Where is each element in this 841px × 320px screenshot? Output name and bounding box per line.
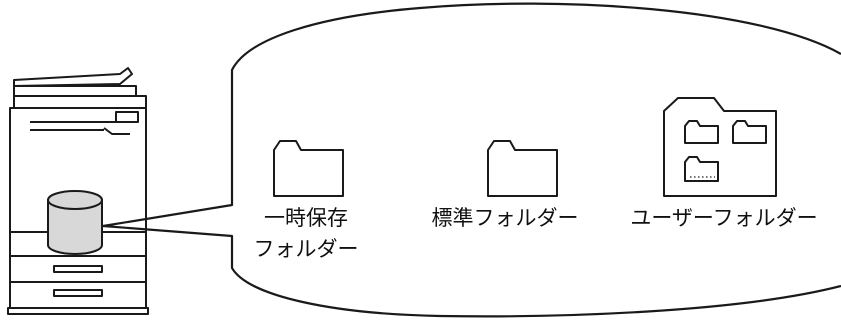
hard-disk-icon: [47, 190, 103, 255]
storage-bubble: [101, 2, 841, 318]
multifunction-printer-icon: [7, 67, 149, 315]
user-folder-icon: [663, 97, 777, 197]
standard-folder-label: 標準フォルダー: [431, 206, 579, 230]
temporary-folder-label-line1: 一時保存: [264, 206, 348, 230]
temporary-folder-label-line2: フォルダー: [253, 237, 359, 261]
standard-folder-icon: [487, 140, 558, 197]
user-folder-label: ユーザーフォルダー: [630, 206, 818, 230]
temporary-folder-icon: [273, 140, 344, 197]
